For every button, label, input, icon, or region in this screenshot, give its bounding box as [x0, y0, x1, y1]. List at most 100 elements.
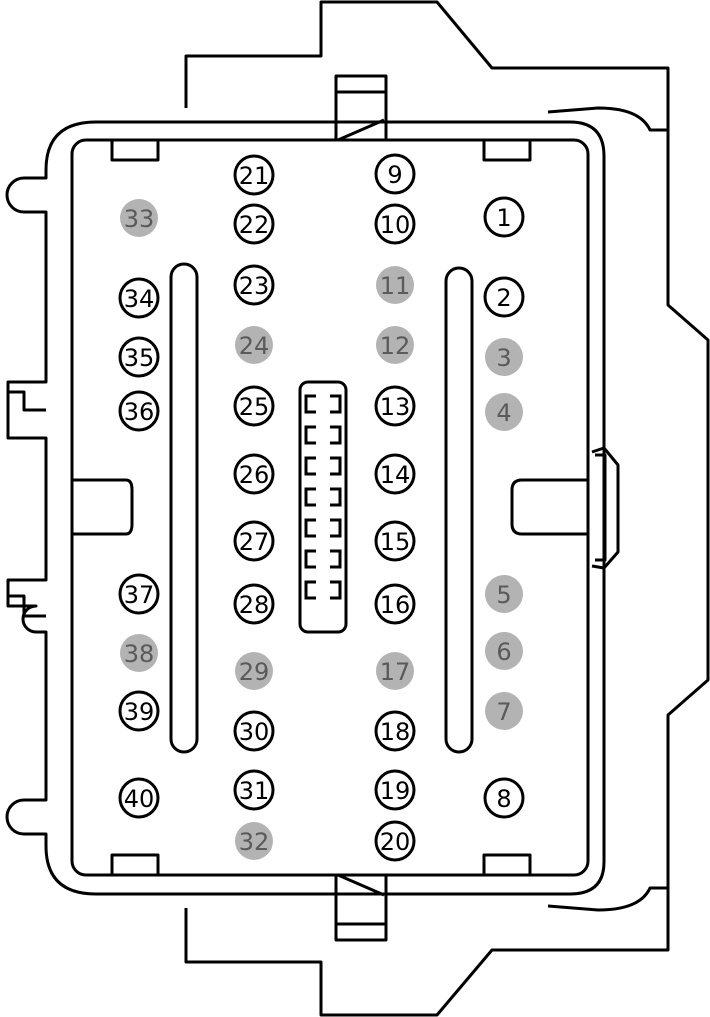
- pin-circle: [120, 634, 158, 672]
- pin-38: 38: [120, 634, 158, 672]
- left-ear-window-top: [8, 390, 46, 412]
- pin-5: 5: [485, 575, 523, 613]
- plug-shroud-right-bottom: [547, 886, 668, 912]
- pin-circle: [485, 692, 523, 730]
- pin-label: 3: [496, 344, 511, 372]
- pin-label: 40: [124, 785, 155, 813]
- pin-14: 14: [374, 453, 416, 495]
- pin-23: 23: [233, 264, 275, 306]
- pin-circle: [118, 277, 160, 319]
- pin-circle: [374, 583, 416, 625]
- pin-circle: [374, 153, 416, 195]
- pin-37: 37: [118, 573, 160, 615]
- terminal-cavity: [304, 580, 316, 600]
- pin-label: 31: [239, 777, 270, 805]
- pin-circle: [483, 777, 525, 819]
- pin-34: 34: [118, 277, 160, 319]
- key-left: [72, 478, 134, 536]
- pin-26: 26: [233, 453, 275, 495]
- notch-top-left: [110, 138, 160, 162]
- pin-40: 40: [118, 777, 160, 819]
- pin-label: 27: [239, 528, 270, 556]
- key-right: [510, 478, 588, 536]
- pin-circle: [233, 520, 275, 562]
- pin-label: 6: [496, 638, 511, 666]
- pin-label: 4: [496, 399, 511, 427]
- pin-label: 33: [124, 205, 155, 233]
- pin-label: 13: [380, 393, 411, 421]
- pin-1: 1: [483, 196, 525, 238]
- notch-bottom-right: [482, 853, 532, 877]
- pin-7: 7: [485, 692, 523, 730]
- pin-28: 28: [233, 583, 275, 625]
- pin-label: 18: [380, 718, 411, 746]
- pin-8: 8: [483, 777, 525, 819]
- pin-label: 16: [380, 591, 411, 619]
- top-latch: [334, 74, 388, 142]
- pin-label: 20: [380, 828, 411, 856]
- pin-17: 17: [376, 652, 414, 690]
- pin-label: 21: [239, 162, 270, 190]
- terminal-cavity: [330, 456, 342, 476]
- pin-label: 9: [387, 161, 402, 189]
- pin-circle: [374, 453, 416, 495]
- center-terminal-block: [298, 380, 348, 634]
- pin-39: 39: [118, 690, 160, 732]
- pin-circle: [233, 453, 275, 495]
- pin-16: 16: [374, 583, 416, 625]
- pin-31: 31: [233, 769, 275, 811]
- pin-11: 11: [376, 266, 414, 304]
- pin-label: 5: [496, 581, 511, 609]
- pin-label: 8: [496, 785, 511, 813]
- pin-33: 33: [120, 199, 158, 237]
- terminal-cavity: [304, 425, 316, 445]
- terminal-cavity: [304, 487, 316, 507]
- pin-circle: [118, 390, 160, 432]
- slot-left: [169, 262, 199, 754]
- pin-circle: [485, 338, 523, 376]
- notch-bottom-left: [110, 853, 160, 877]
- pin-label: 10: [380, 211, 411, 239]
- housing-back-shell: [184, 0, 710, 1017]
- terminal-cavity: [330, 518, 342, 538]
- bottom-latch: [334, 873, 388, 942]
- pin-label: 30: [239, 718, 270, 746]
- pin-label: 14: [380, 461, 411, 489]
- pin-circle: [233, 264, 275, 306]
- pin-circle: [376, 652, 414, 690]
- pin-label: 26: [239, 461, 270, 489]
- pin-circle: [233, 203, 275, 245]
- pin-6: 6: [485, 632, 523, 670]
- pin-22: 22: [233, 203, 275, 245]
- pin-20: 20: [374, 820, 416, 862]
- pin-circle: [235, 822, 273, 860]
- pin-label: 7: [496, 698, 511, 726]
- pin-circle: [485, 632, 523, 670]
- pin-circle: [118, 690, 160, 732]
- pin-12: 12: [376, 326, 414, 364]
- pin-circle: [376, 266, 414, 304]
- pin-circle: [374, 710, 416, 752]
- pin-label: 15: [380, 528, 411, 556]
- pin-circle: [376, 326, 414, 364]
- pin-circle: [235, 326, 273, 364]
- pin-label: 24: [239, 332, 270, 360]
- pin-10: 10: [374, 203, 416, 245]
- pin-19: 19: [374, 769, 416, 811]
- center-cavities: [304, 394, 342, 600]
- pin-label: 39: [124, 698, 155, 726]
- pin-30: 30: [233, 710, 275, 752]
- notch-top-right: [482, 138, 532, 162]
- pin-label: 2: [496, 284, 511, 312]
- terminal-cavity: [330, 394, 342, 414]
- pin-circle: [118, 573, 160, 615]
- terminal-cavity: [330, 425, 342, 445]
- pin-4: 4: [485, 393, 523, 431]
- terminal-cavity: [304, 456, 316, 476]
- pin-label: 19: [380, 777, 411, 805]
- pin-circle: [374, 820, 416, 862]
- pin-circle: [118, 777, 160, 819]
- pin-24: 24: [235, 326, 273, 364]
- pin-circle: [233, 769, 275, 811]
